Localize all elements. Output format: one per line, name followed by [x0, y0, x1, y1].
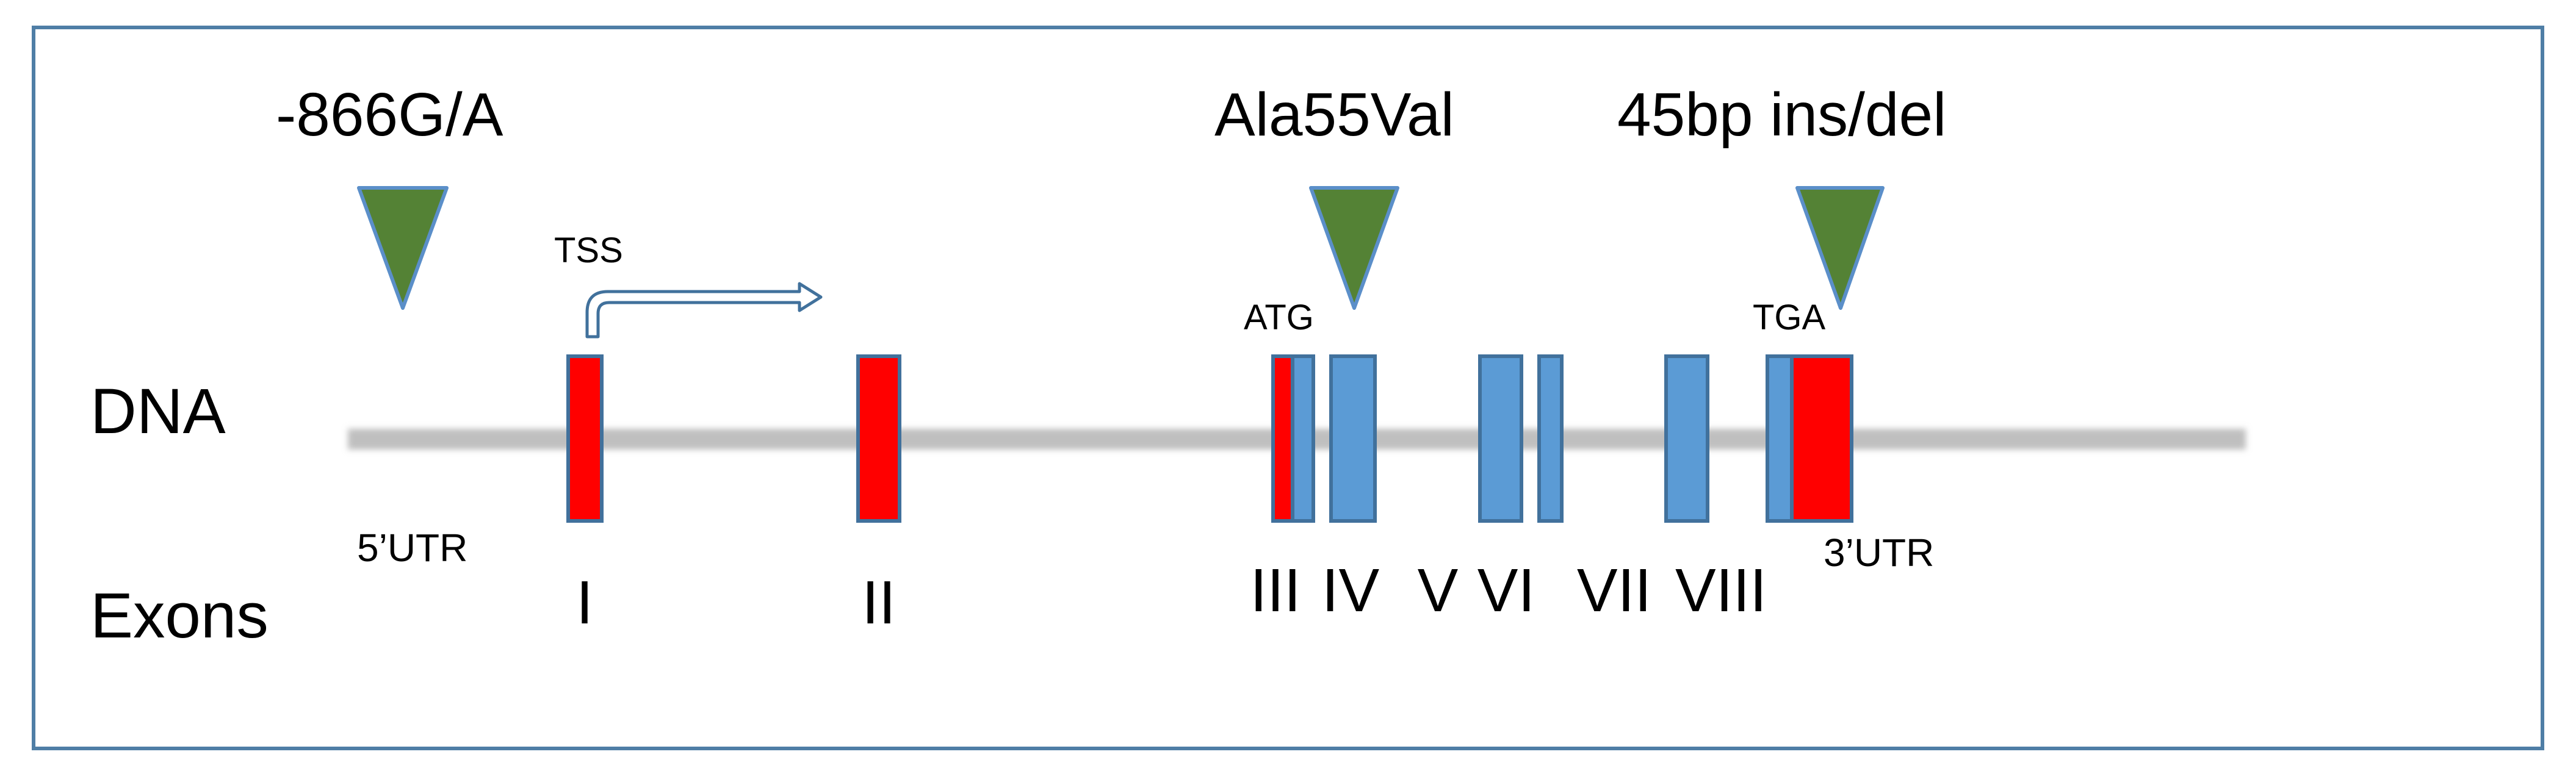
variant-marker-ala55val-icon: [1309, 186, 1399, 310]
exon-IV-box: [1329, 354, 1377, 523]
utr3-label: 3’UTR: [1824, 531, 1934, 575]
exon-label-IV: IV: [1322, 556, 1380, 625]
variant-label-promoter: -866G/A: [276, 81, 503, 149]
exon-II-box: [856, 354, 901, 523]
dna-row-label: DNA: [90, 376, 226, 447]
variant-marker-ins-del-icon: [1795, 186, 1885, 310]
exon-label-VI: VI: [1477, 556, 1535, 625]
utr5-label: 5’UTR: [357, 526, 467, 570]
exon-label-VIII: VIII: [1675, 556, 1767, 625]
variant-label-ala55val: Ala55Val: [1214, 81, 1454, 149]
exon-label-I: I: [576, 569, 593, 637]
tss-label: TSS: [554, 231, 623, 270]
exon-label-III: III: [1250, 556, 1301, 625]
diagram-frame: [32, 26, 2544, 750]
exon-III-coding-part: [1291, 354, 1315, 523]
variant-marker-promoter-icon: [357, 186, 449, 310]
exon-III-utr-part: [1271, 354, 1294, 523]
exon-label-II: II: [862, 569, 896, 637]
exon-VI-box: [1537, 354, 1564, 523]
exons-row-label: Exons: [90, 580, 269, 651]
exon-VIII-coding-part: [1766, 354, 1794, 523]
variant-label-ins-del: 45bp ins/del: [1617, 81, 1946, 149]
exon-I-box: [566, 354, 604, 523]
exon-VIII-utr-part: [1790, 354, 1853, 523]
exon-label-V: V: [1418, 556, 1459, 625]
exon-VII-box: [1664, 354, 1709, 523]
exon-label-VII: VII: [1577, 556, 1651, 625]
tss-arrow-icon: [585, 282, 823, 339]
tga-label: TGA: [1753, 298, 1826, 337]
exon-V-box: [1478, 354, 1523, 523]
atg-label: ATG: [1244, 298, 1314, 337]
